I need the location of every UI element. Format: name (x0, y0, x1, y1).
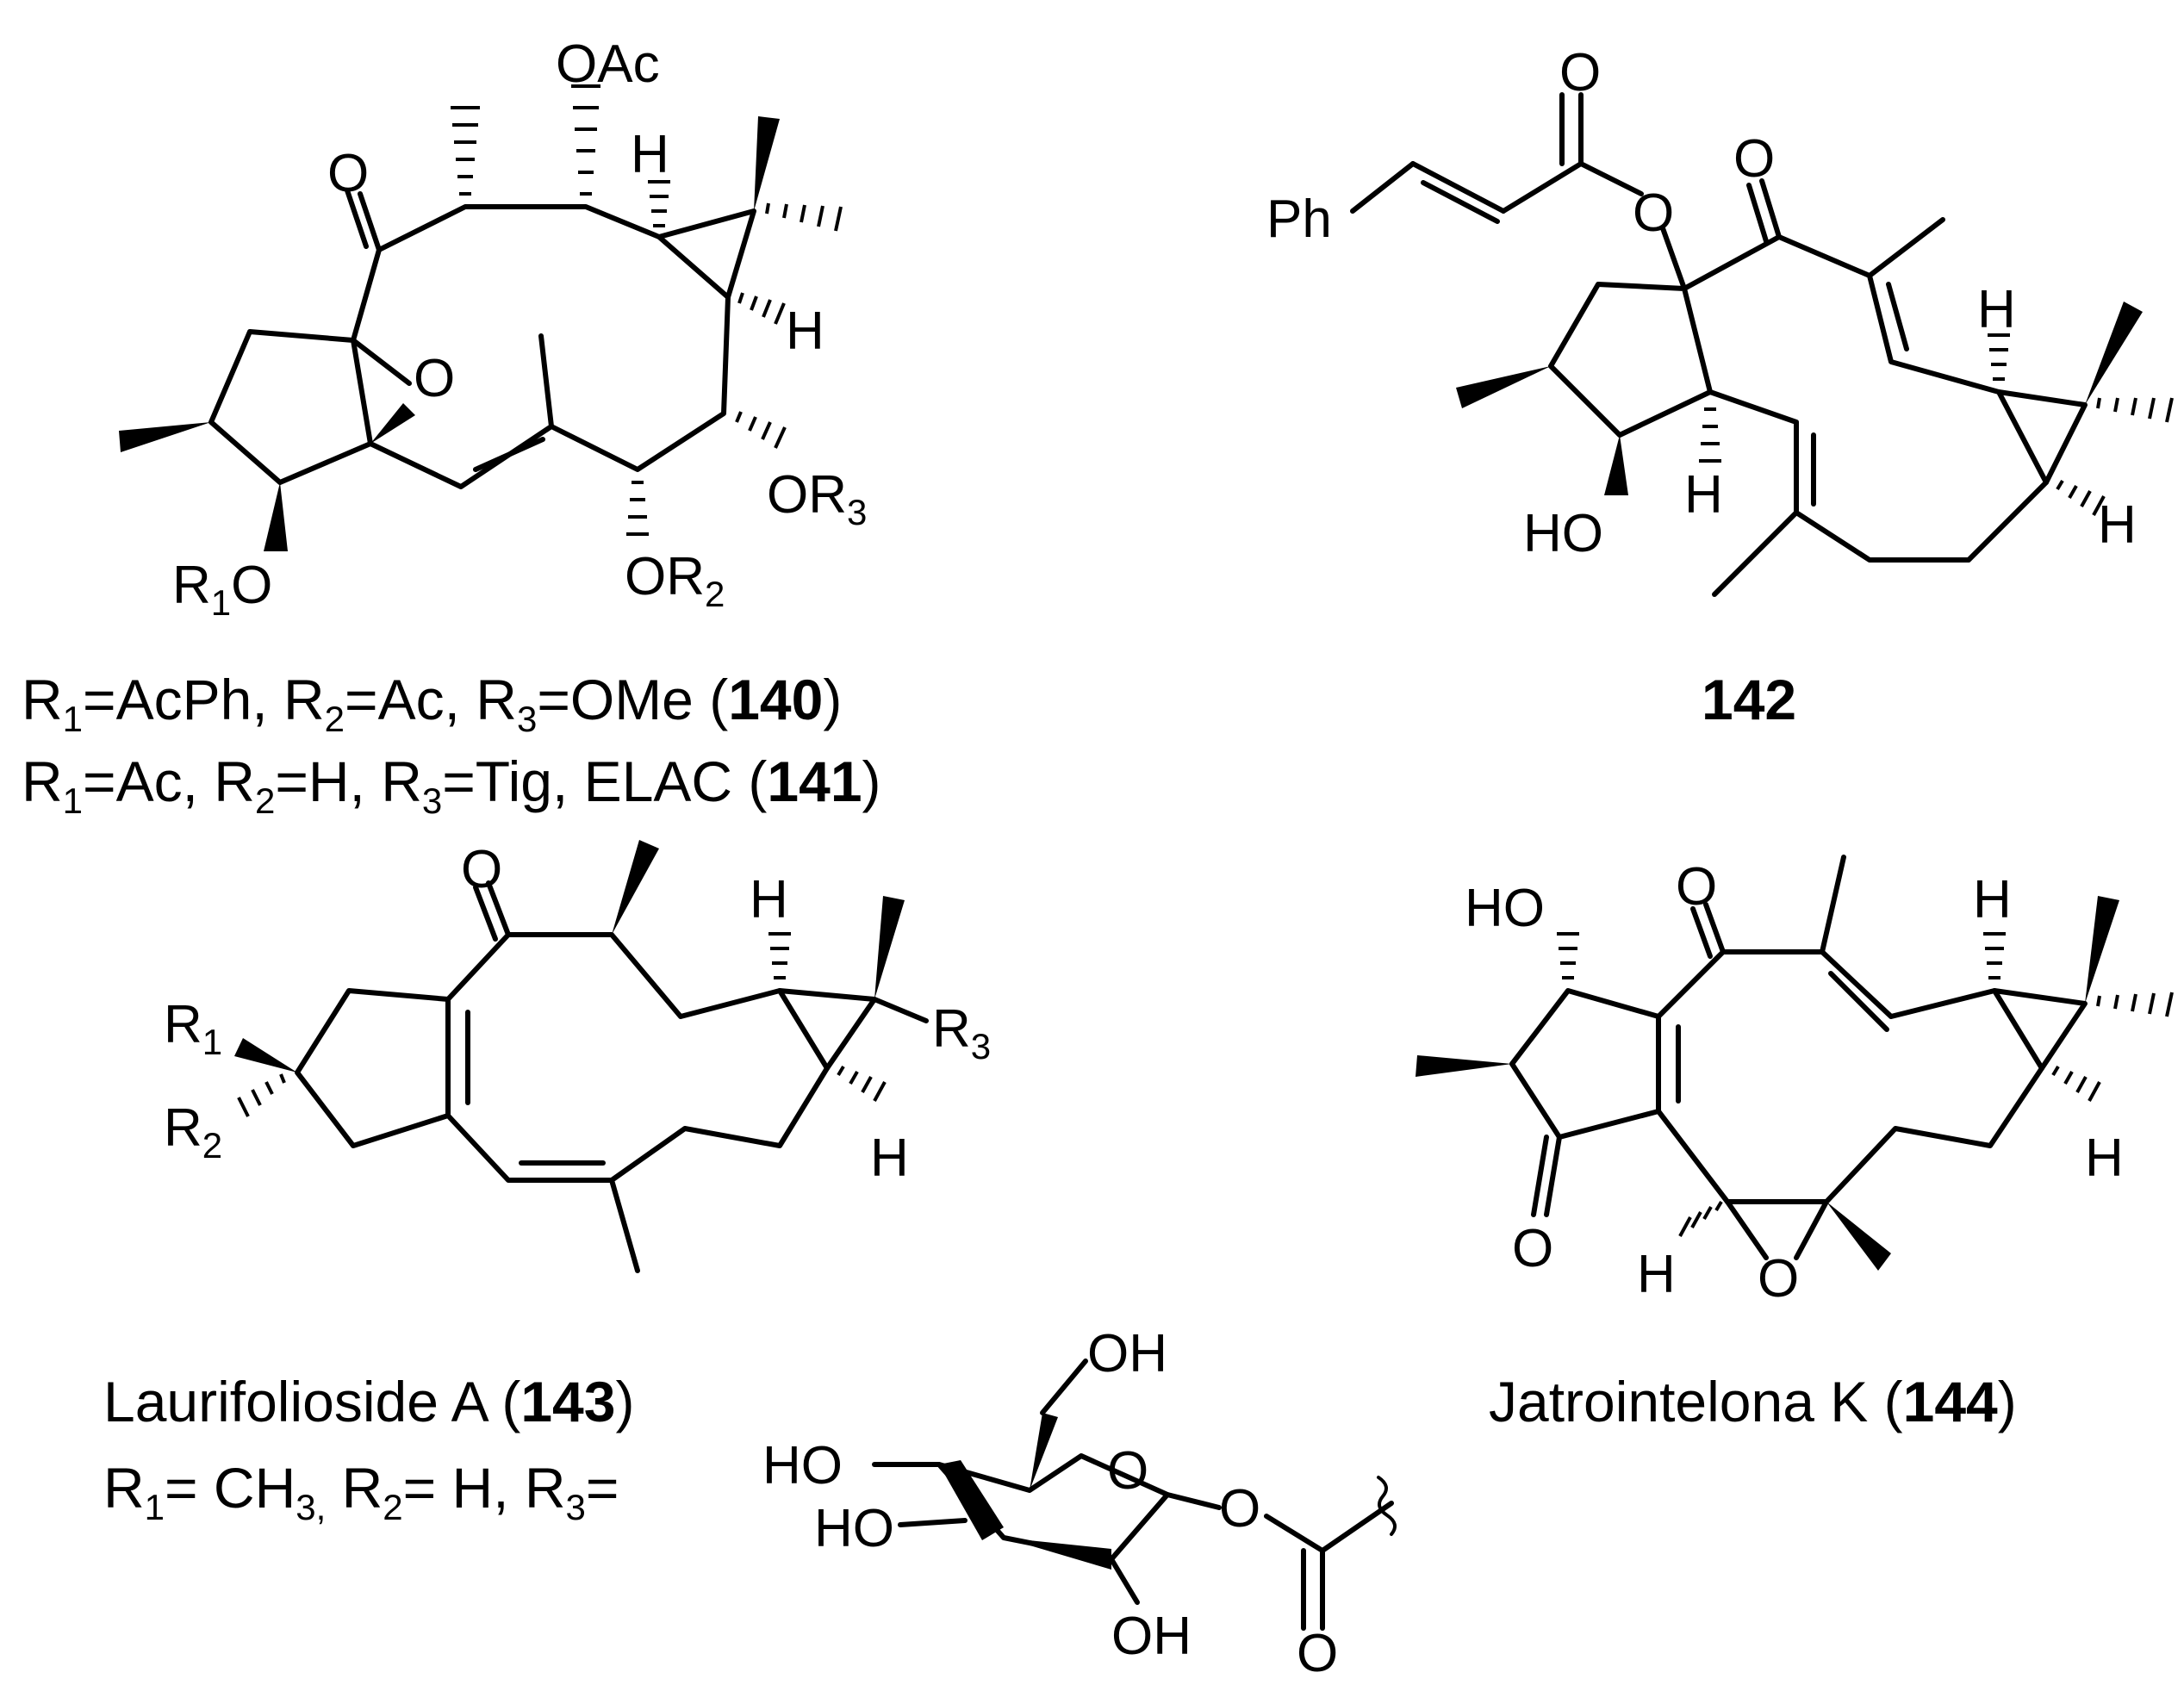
hydrogen-label: H (2098, 495, 2137, 555)
hydrogen-label: H (1977, 280, 2016, 339)
hydrogen-label: H (1684, 465, 1723, 525)
glucose-fragment: OH HO HO O O OH O (762, 1324, 1397, 1683)
ketone-oxygen-label: O (461, 840, 502, 899)
hydrogen-label: H (870, 1129, 909, 1188)
hydrogen-label: H (631, 125, 669, 184)
hydroxyl-label: OH (1111, 1607, 1192, 1666)
ester-oxygen-label: O (1633, 183, 1674, 243)
hydrogen-label: H (1637, 1245, 1676, 1304)
epoxide-oxygen-label: O (414, 349, 455, 408)
caption-141: R1=Ac, R2=H, R3=Tig, ELAC (141) (22, 749, 881, 821)
ketone-oxygen-label: O (1733, 129, 1775, 189)
ketone-oxygen-label: O (1512, 1219, 1553, 1278)
hydroxyl-label: HO (814, 1499, 894, 1558)
epoxide-oxygen-label: O (1758, 1249, 1799, 1309)
carbonyl-oxygen-label: O (1297, 1624, 1338, 1681)
structure-140-141: OAc O H H O OR3 OR2 R1O (119, 34, 867, 623)
structure-143: O H H R3 R1 R2 (164, 840, 991, 1273)
hydrogen-label: H (750, 870, 788, 930)
hydrogen-label: H (786, 302, 824, 361)
phenyl-label: Ph (1266, 190, 1332, 249)
hydrogen-label: H (2085, 1129, 2124, 1188)
hydroxyl-label: HO (1523, 504, 1603, 563)
structure-144: HO O H H O H O (1416, 855, 2174, 1309)
ketone-oxygen-label: O (327, 144, 369, 203)
ester-oxygen-label: O (1219, 1479, 1260, 1539)
ester-carbonyl-oxygen-label: O (1559, 43, 1601, 103)
r2-label: R2 (164, 1098, 222, 1166)
caption-140: R1=AcPh, R2=Ac, R3=OMe (140) (22, 668, 842, 739)
r1o-label: R1O (172, 556, 272, 623)
hydroxyl-label: HO (1465, 879, 1545, 938)
hydroxyl-label: HO (762, 1436, 843, 1495)
hydroxyl-label: OH (1087, 1324, 1167, 1383)
caption-144: Jatrointelona K (144) (1489, 1370, 2017, 1433)
hydrogen-label: H (1973, 870, 2012, 930)
caption-143-substituents: R1= CH3, R2= H, R3= (103, 1456, 619, 1527)
ring-oxygen-label: O (1107, 1441, 1148, 1501)
caption-142: 142 (1702, 668, 1796, 731)
oac-label: OAc (556, 34, 660, 94)
caption-143-name: Laurifolioside A (143) (103, 1370, 634, 1433)
ketone-oxygen-label: O (1676, 857, 1717, 917)
r1-label: R1 (164, 995, 222, 1062)
or3-label: OR3 (767, 465, 867, 532)
structure-142: Ph (1266, 43, 2174, 597)
r3-label: R3 (932, 999, 991, 1066)
or2-label: OR2 (625, 547, 725, 614)
